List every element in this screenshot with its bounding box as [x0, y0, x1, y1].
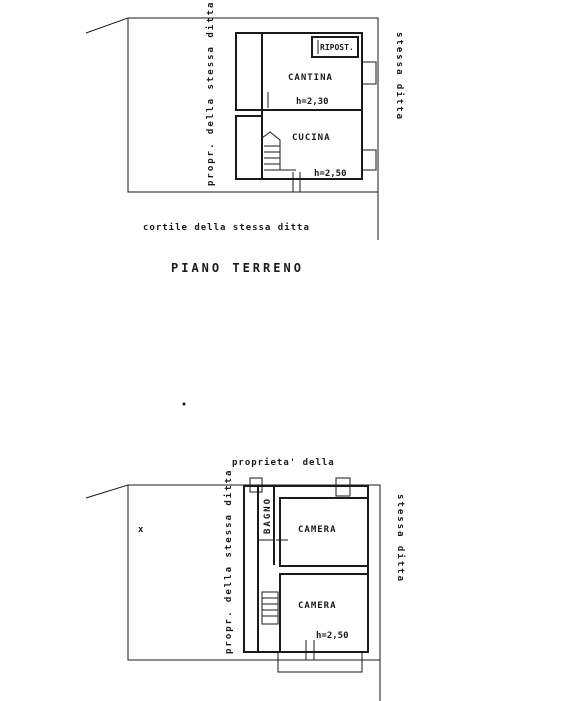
cantina-label: CANTINA [288, 73, 333, 83]
cucina-window [361, 149, 377, 171]
cucina-height-label: h=2,50 [314, 169, 347, 179]
ground-stairs [261, 131, 296, 171]
cantina-height-label: h=2,30 [296, 97, 329, 107]
cantina-window [361, 61, 377, 85]
cucina-label: CUCINA [292, 133, 331, 143]
cantina-left-extension [235, 32, 262, 111]
first-top-label: proprieta' della [232, 457, 335, 468]
bagno-label: BAGNO [263, 497, 273, 534]
first-right-side-label: stessa ditta [395, 494, 406, 583]
camera-top-label: CAMERA [298, 525, 337, 535]
ground-house-walls [261, 32, 363, 180]
riposto-label: RIPOST. [320, 43, 354, 52]
ground-left-side-label: propr. della stessa ditta [205, 1, 216, 186]
first-x-mark: x [138, 525, 144, 535]
camera-bottom-label: CAMERA [298, 601, 337, 611]
first-left-window [249, 477, 263, 493]
ground-floor-plan: RIPOST. CANTINA h=2,30 CUCINA h=2,50 pro… [85, 1, 405, 240]
cucina-left-extension [235, 115, 262, 180]
ground-right-side-label: stessa ditta [394, 32, 405, 121]
camera-top-box [279, 497, 369, 567]
camera-height-label: h=2,50 [316, 631, 349, 641]
first-left-side-label: propr. della stessa ditta [223, 469, 234, 654]
first-balcony [277, 651, 363, 673]
first-floor-plan: proprieta' della [85, 457, 406, 701]
first-stairs [261, 591, 279, 625]
first-top-window [335, 477, 351, 497]
ground-floor-title: PIANO TERRENO [171, 261, 304, 275]
ground-bottom-label: cortile della stessa ditta [143, 222, 310, 233]
riposto-box [311, 36, 359, 58]
stray-mark [182, 402, 186, 406]
